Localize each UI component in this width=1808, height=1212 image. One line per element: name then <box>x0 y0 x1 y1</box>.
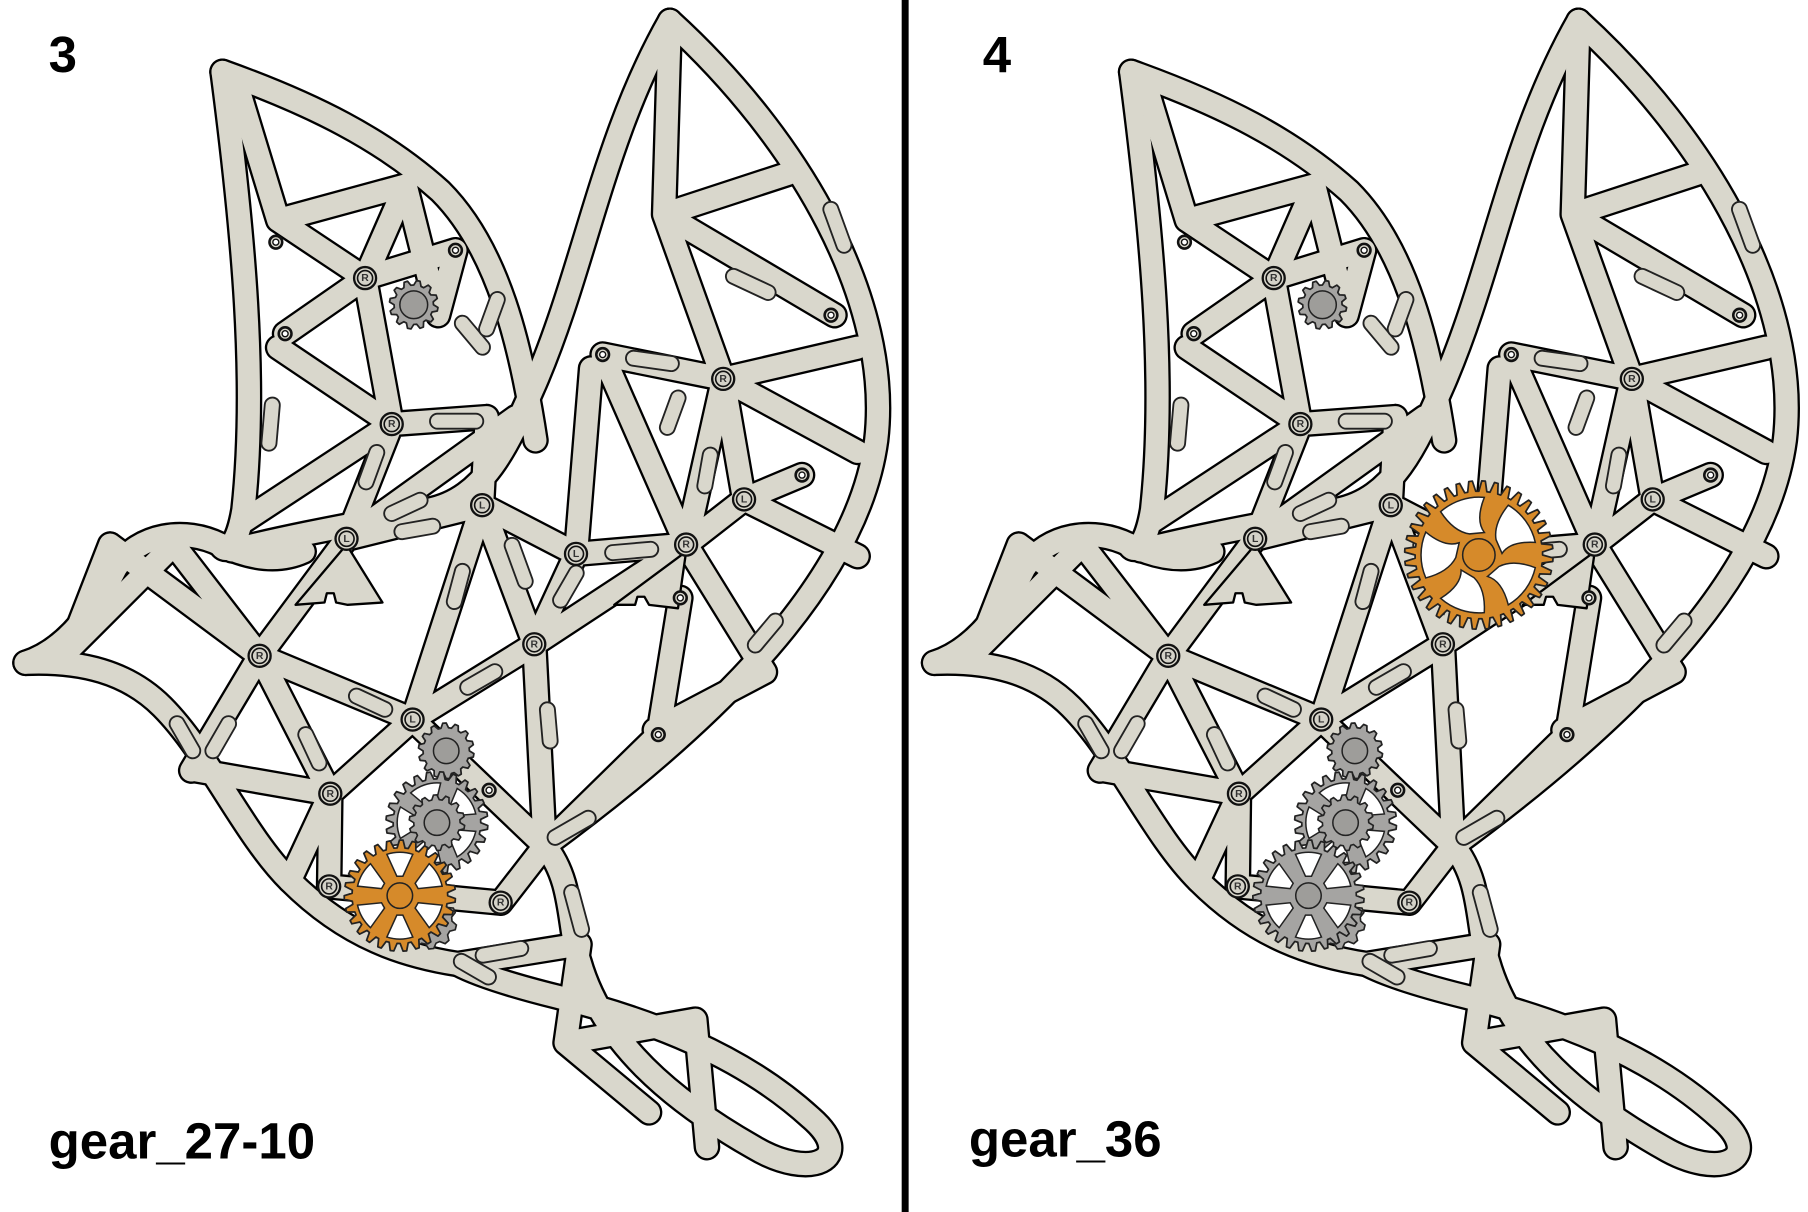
pin-markers: R R L L L R R L R R L R R R <box>247 265 757 915</box>
svg-text:R: R <box>1628 374 1636 385</box>
gear-10-middle-icon <box>417 722 475 780</box>
svg-text:R: R <box>497 898 505 909</box>
mounting-plate-left <box>294 543 384 606</box>
screw-hole-icon <box>447 242 464 258</box>
svg-text:L: L <box>1252 534 1259 545</box>
screw-hole-icon <box>672 590 688 606</box>
svg-text:R: R <box>1270 273 1278 284</box>
gear-10-middle-icon <box>1326 722 1384 780</box>
part-label: gear_36 <box>969 1110 1162 1167</box>
svg-text:R: R <box>1234 881 1242 892</box>
pin-r-icon: R <box>1619 366 1645 392</box>
pin-l-icon: L <box>563 541 589 567</box>
screw-holes <box>1176 234 1748 798</box>
svg-text:R: R <box>1591 540 1599 551</box>
svg-text:R: R <box>361 273 369 284</box>
pin-r-icon: R <box>1261 265 1286 291</box>
screw-hole-icon <box>823 307 839 323</box>
mounting-plate-left <box>1203 543 1293 606</box>
screw-hole-icon <box>1390 782 1406 798</box>
panel-divider <box>901 0 909 1212</box>
svg-text:R: R <box>1235 789 1243 800</box>
pin-l-icon: L <box>1243 526 1268 551</box>
pin-r-icon: R <box>352 265 378 291</box>
svg-text:L: L <box>573 549 580 560</box>
gear-small-top-icon <box>1297 279 1348 330</box>
pin-r-icon: R <box>247 643 272 668</box>
svg-text:R: R <box>1164 651 1172 662</box>
dove-frame <box>934 21 1787 1164</box>
gear-train <box>343 279 489 953</box>
screw-hole-icon <box>1702 467 1719 483</box>
screw-hole-icon <box>277 326 293 342</box>
screw-hole-icon <box>1581 590 1597 606</box>
svg-text:R: R <box>682 540 690 551</box>
pin-r-icon: R <box>1430 632 1456 657</box>
screw-hole-icon <box>481 782 497 798</box>
svg-text:L: L <box>741 494 748 505</box>
pin-r-icon: R <box>1226 781 1252 806</box>
part-label: gear_27-10 <box>49 1113 315 1170</box>
pin-r-icon: R <box>1156 643 1181 668</box>
pin-r-icon: R <box>1288 411 1313 437</box>
pin-r-icon: R <box>1397 890 1422 915</box>
svg-text:R: R <box>719 374 727 385</box>
screw-hole-icon <box>1731 307 1748 323</box>
pin-r-icon: R <box>318 781 343 806</box>
pin-l-icon: L <box>400 707 425 732</box>
svg-text:R: R <box>1406 898 1414 909</box>
step-number: 4 <box>983 26 1012 83</box>
screw-hole-icon <box>650 726 666 743</box>
svg-text:L: L <box>343 534 350 545</box>
screw-hole-icon <box>1503 346 1519 363</box>
svg-text:L: L <box>1388 500 1395 511</box>
pin-l-icon: L <box>731 487 757 512</box>
svg-text:R: R <box>1439 639 1447 650</box>
svg-text:L: L <box>1650 494 1657 505</box>
screw-hole-icon <box>1176 234 1193 250</box>
gear-small-top-icon <box>388 279 439 330</box>
step-number: 3 <box>49 26 77 83</box>
svg-text:R: R <box>388 419 396 430</box>
screw-hole-icon <box>794 467 810 483</box>
pin-r-icon: R <box>1582 532 1607 557</box>
pin-l-icon: L <box>1309 707 1334 732</box>
svg-text:R: R <box>327 789 335 800</box>
pin-l-icon: L <box>1378 493 1403 518</box>
svg-text:R: R <box>256 651 264 662</box>
gear-36-icon <box>1403 479 1554 631</box>
pin-r-icon: R <box>488 890 513 915</box>
screw-hole-icon <box>595 346 611 363</box>
pin-r-icon: R <box>522 632 547 657</box>
pin-r-icon: R <box>673 532 699 557</box>
screw-hole-icon <box>1186 326 1202 342</box>
pin-l-icon: L <box>334 526 359 551</box>
dove-frame <box>25 21 878 1164</box>
svg-text:R: R <box>531 639 539 650</box>
pin-r-icon: R <box>379 411 404 437</box>
screw-holes <box>268 234 839 798</box>
pin-r-icon: R <box>711 366 736 392</box>
gear-27-10-icon <box>343 839 458 953</box>
pin-r-icon: R <box>1225 874 1250 899</box>
svg-text:R: R <box>1297 419 1305 430</box>
screw-hole-icon <box>1356 242 1372 258</box>
pin-r-icon: R <box>316 874 342 899</box>
panel-step-3: R R L L L R R L R R L R R R 3 gear_27-10 <box>25 21 878 1170</box>
gear-27-10-icon <box>1251 839 1366 953</box>
svg-text:L: L <box>409 715 416 726</box>
pin-l-icon: L <box>1640 487 1665 512</box>
svg-text:L: L <box>479 500 486 511</box>
screw-hole-icon <box>268 234 284 250</box>
mounting-plate-right <box>613 550 688 610</box>
svg-text:R: R <box>325 881 333 892</box>
pin-l-icon: L <box>469 493 495 518</box>
gear-train <box>1251 279 1554 953</box>
svg-text:L: L <box>1318 715 1325 726</box>
screw-hole-icon <box>1559 726 1575 743</box>
